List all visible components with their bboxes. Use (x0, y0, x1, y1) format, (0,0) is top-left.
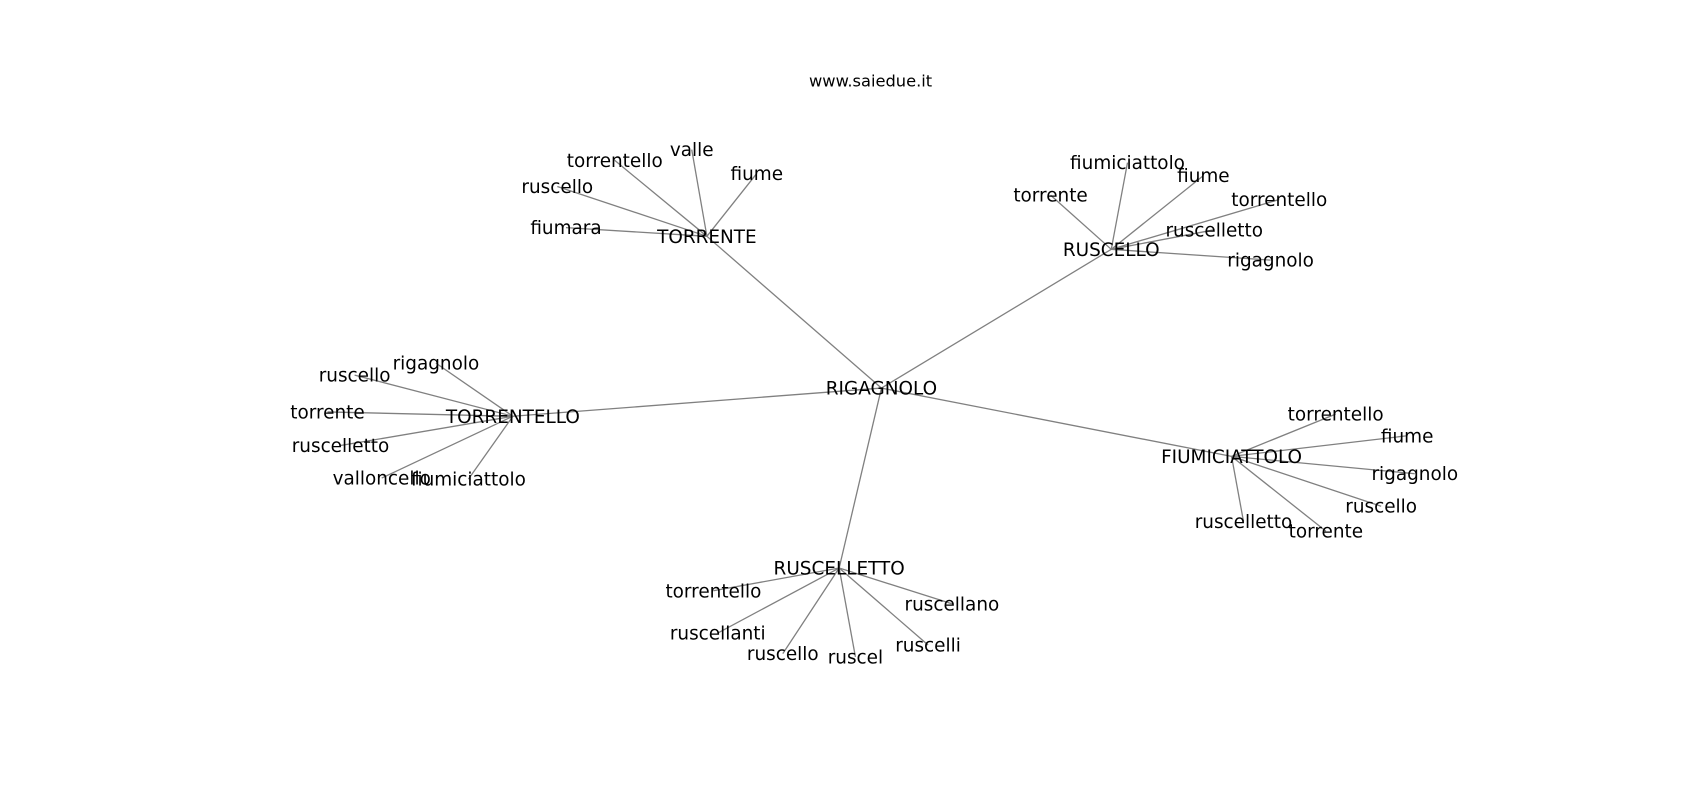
leaf-node-label: fiumiciattolo (411, 470, 526, 491)
edge-hub-leaf (717, 567, 840, 634)
edge-hub-leaf (838, 567, 857, 658)
leaf-node-label: valloncello (333, 469, 431, 490)
leaf-node-label: fiume (1177, 166, 1230, 187)
edge-hub-leaf (557, 185, 708, 237)
edge-hub-leaf (1231, 413, 1336, 457)
leaf-node-label: torrentello (567, 151, 663, 172)
edge-hub-leaf (1231, 455, 1327, 532)
edge-hub-leaf (327, 411, 513, 417)
diagram-title: www.saiedue.it (809, 72, 932, 91)
leaf-node-label: ruscelletto (1165, 220, 1263, 241)
edge-center-hub (838, 387, 883, 569)
leaf-node-label: valle (670, 140, 714, 161)
edge-hub-leaf (1230, 456, 1245, 522)
leaf-node-label: fiumiciattolo (1070, 153, 1185, 174)
edge-hub-leaf (713, 567, 840, 592)
leaf-node-label: ruscelli (895, 635, 961, 656)
hub-node-label: FIUMICIATTOLO (1161, 447, 1302, 468)
hub-node-label: TORRENTE (656, 227, 757, 248)
edge-hub-leaf (1111, 229, 1215, 250)
edge-hub-leaf (565, 226, 707, 237)
leaf-node-label: ruscelletto (292, 436, 390, 457)
edge-hub-leaf (838, 567, 953, 605)
edge-hub-leaf (1111, 198, 1280, 250)
hub-node-label: RUSCELLO (1063, 240, 1160, 261)
edge-hub-leaf (381, 415, 514, 479)
leaf-node-label: ruscello (1345, 497, 1417, 518)
edge-hub-leaf (467, 415, 514, 480)
leaf-node-label: ruscellanti (670, 624, 766, 645)
center-node-label: RIGAGNOLO (826, 379, 937, 400)
edge-center-hub (881, 248, 1112, 389)
leaf-node-label: torrente (1289, 522, 1363, 543)
leaf-node-label: ruscelletto (1195, 512, 1293, 533)
leaf-node-label: rigagnolo (1227, 251, 1314, 272)
hub-node-label: RUSCELLETTO (774, 559, 905, 580)
leaf-node-label: ruscel (828, 647, 883, 668)
edge-hub-leaf (1110, 175, 1204, 250)
edge-center-hub (512, 387, 882, 417)
leaf-node-label: torrente (290, 402, 364, 423)
edge-center-hub (706, 235, 882, 389)
leaf-node-label: fiumara (530, 218, 601, 239)
edge-hub-leaf (782, 567, 840, 655)
edge-center-hub (881, 387, 1232, 458)
leaf-node-label: torrentello (665, 581, 761, 602)
edge-hub-leaf (1231, 455, 1382, 507)
leaf-node-label: ruscello (319, 366, 391, 387)
edge-hub-leaf (354, 374, 514, 417)
hub-node-label: TORRENTELLO (445, 407, 580, 428)
leaf-node-label: rigagnolo (1371, 464, 1458, 485)
edge-hub-leaf (1050, 194, 1112, 250)
leaf-node-label: rigagnolo (393, 354, 480, 375)
edge-hub-leaf (1231, 455, 1415, 475)
leaf-node-label: torrentello (1288, 405, 1384, 426)
leaf-node-label: ruscello (747, 644, 819, 665)
edge-hub-leaf (691, 149, 708, 237)
edge-hub-leaf (614, 159, 708, 237)
edge-hub-leaf (1110, 162, 1129, 250)
edge-hub-leaf (1111, 248, 1271, 261)
leaf-node-label: fiume (731, 164, 784, 185)
edge-hub-leaf (340, 415, 513, 447)
leaf-node-label: ruscellano (905, 594, 1000, 615)
leaf-node-label: torrentello (1231, 190, 1327, 211)
leaf-node-label: torrente (1013, 186, 1087, 207)
edge-hub-leaf (1231, 435, 1408, 458)
leaf-node-label: fiume (1381, 426, 1434, 447)
edge-hub-leaf (706, 173, 758, 237)
edge-hub-leaf (435, 362, 514, 417)
nodes: RIGAGNOLO TORRENTE valle torrentello ruscell… (290, 140, 1458, 668)
edges (327, 149, 1415, 658)
edge-hub-leaf (838, 567, 929, 646)
leaf-node-label: ruscello (521, 177, 593, 198)
